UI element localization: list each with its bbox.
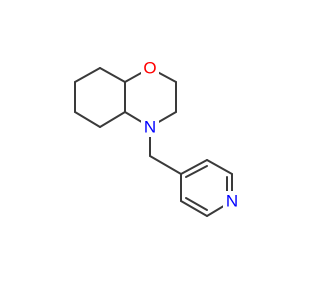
oxygen-atom: O	[141, 58, 159, 78]
pyridine-nitrogen-atom: N	[223, 191, 241, 211]
oxygen-label: O	[143, 59, 156, 78]
amine-nitrogen-atom: N	[141, 117, 159, 137]
bond	[180, 159, 208, 175]
cyclohexane-ring	[74, 67, 126, 128]
bond	[99, 67, 126, 83]
amine-nitrogen-label: N	[144, 118, 156, 137]
bond	[206, 159, 233, 175]
pyridine-ring	[180, 159, 233, 217]
bond	[99, 111, 126, 128]
double-bond-inner	[185, 197, 208, 211]
molecule-diagram: O N N	[74, 58, 241, 217]
bond	[74, 67, 101, 83]
pyridine-nitrogen-label: N	[226, 192, 238, 211]
double-bond-inner	[185, 165, 208, 178]
bond	[149, 155, 182, 175]
bond	[180, 200, 208, 217]
bond	[74, 111, 101, 128]
